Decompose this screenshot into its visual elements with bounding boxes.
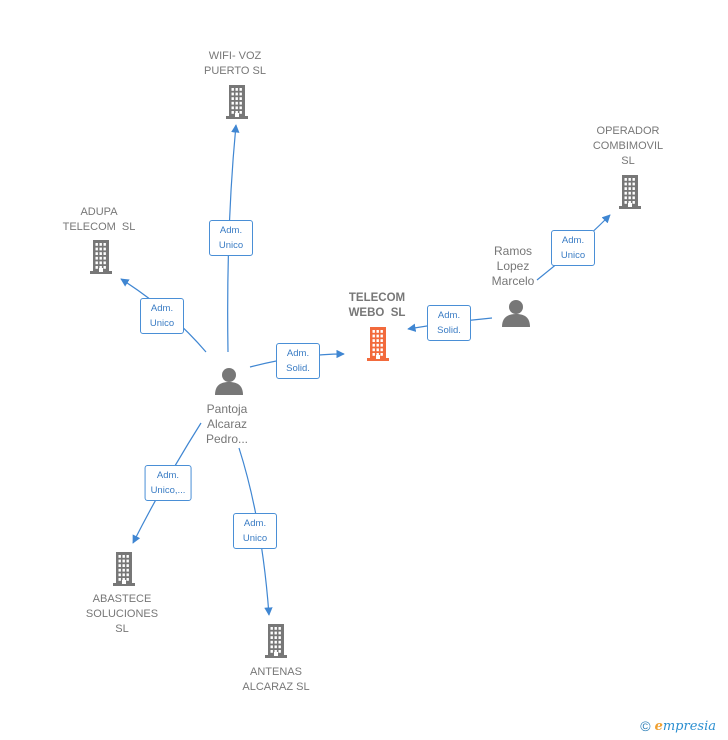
company-building-icon[interactable] xyxy=(226,85,248,124)
node-label-wifi[interactable]: WIFI- VOZ PUERTO SL xyxy=(204,49,266,79)
node-label-line: WEBO SL xyxy=(348,307,406,319)
edge-label-line: Adm. xyxy=(243,518,267,529)
edge-label-line: Unico xyxy=(242,533,268,544)
edge-label-pantoja-to-abastece[interactable]: Adm. Unico,... xyxy=(144,465,192,501)
person-icon[interactable] xyxy=(214,367,244,400)
edge-label-line: Adm. xyxy=(156,470,180,481)
node-label-line: SL xyxy=(115,623,129,635)
node-label-line: SL xyxy=(621,155,635,167)
node-label-line: Marcelo xyxy=(491,274,535,288)
node-label-line: TELECOM SL xyxy=(62,221,136,233)
edge-label-line: Solid. xyxy=(437,325,461,336)
edge-label-pantoja-to-telecom[interactable]: Adm. Solid. xyxy=(276,343,320,379)
brand-footer: © empresia xyxy=(640,718,716,734)
node-label-line: ALCARAZ SL xyxy=(242,681,310,693)
node-label-line: PUERTO SL xyxy=(204,65,266,77)
company-building-icon[interactable] xyxy=(90,240,112,279)
node-label-line: Alcaraz xyxy=(206,417,247,431)
edge-label-pantoja-to-adupa[interactable]: Adm. Unico xyxy=(140,298,184,334)
node-label-line: Ramos xyxy=(493,244,532,258)
edge-label-ramos-to-operador[interactable]: Adm. Unico xyxy=(551,230,595,266)
edge-label-line: Solid. xyxy=(286,363,310,374)
node-label-operador[interactable]: OPERADOR COMBIMOVIL SL xyxy=(593,124,663,169)
brand-logo: empresia xyxy=(654,718,716,734)
edge-label-line: Adm. xyxy=(561,235,585,246)
node-label-line: TELECOM xyxy=(348,292,406,304)
company-building-icon[interactable] xyxy=(265,624,287,663)
node-label-line: ABASTECE xyxy=(92,593,152,605)
edge-label-line: Unico xyxy=(218,240,244,251)
edge-label-line: Adm. xyxy=(437,310,461,321)
node-label-telecom[interactable]: TELECOM WEBO SL xyxy=(349,291,406,321)
company-building-icon[interactable] xyxy=(113,552,135,591)
node-label-antenas[interactable]: ANTENAS ALCARAZ SL xyxy=(242,665,309,695)
node-label-adupa[interactable]: ADUPA TELECOM SL xyxy=(63,205,136,235)
edge-label-line: Adm. xyxy=(219,225,243,236)
node-label-line: Pedro... xyxy=(205,432,249,446)
edge-label-line: Unico xyxy=(560,250,586,261)
company-building-icon[interactable] xyxy=(619,175,641,214)
edge-label-ramos-to-telecom[interactable]: Adm. Solid. xyxy=(427,305,471,341)
node-label-line: Lopez xyxy=(496,259,530,273)
edge-label-pantoja-to-antenas[interactable]: Adm. Unico xyxy=(233,513,277,549)
node-label-line: SOLUCIONES xyxy=(85,608,159,620)
node-label-line: ADUPA xyxy=(80,206,118,218)
node-label-line: OPERADOR xyxy=(596,125,660,137)
edge-label-line: Adm. xyxy=(286,348,310,359)
edge-label-pantoja-to-wifi[interactable]: Adm. Unico xyxy=(209,220,253,256)
copyright-symbol: © xyxy=(640,718,651,734)
edge-label-line: Unico xyxy=(149,318,175,329)
node-label-abastece[interactable]: ABASTECE SOLUCIONES SL xyxy=(86,592,158,637)
node-label-line: Pantoja xyxy=(206,402,248,416)
node-label-line: ANTENAS xyxy=(250,666,302,678)
edge-label-line: Unico,... xyxy=(150,485,186,496)
edge-label-line: Adm. xyxy=(150,303,174,314)
focus-company-building-icon[interactable] xyxy=(367,327,389,366)
node-label-line: WIFI- VOZ xyxy=(208,50,262,62)
node-label-line: COMBIMOVIL xyxy=(592,140,664,152)
person-icon[interactable] xyxy=(501,299,531,332)
